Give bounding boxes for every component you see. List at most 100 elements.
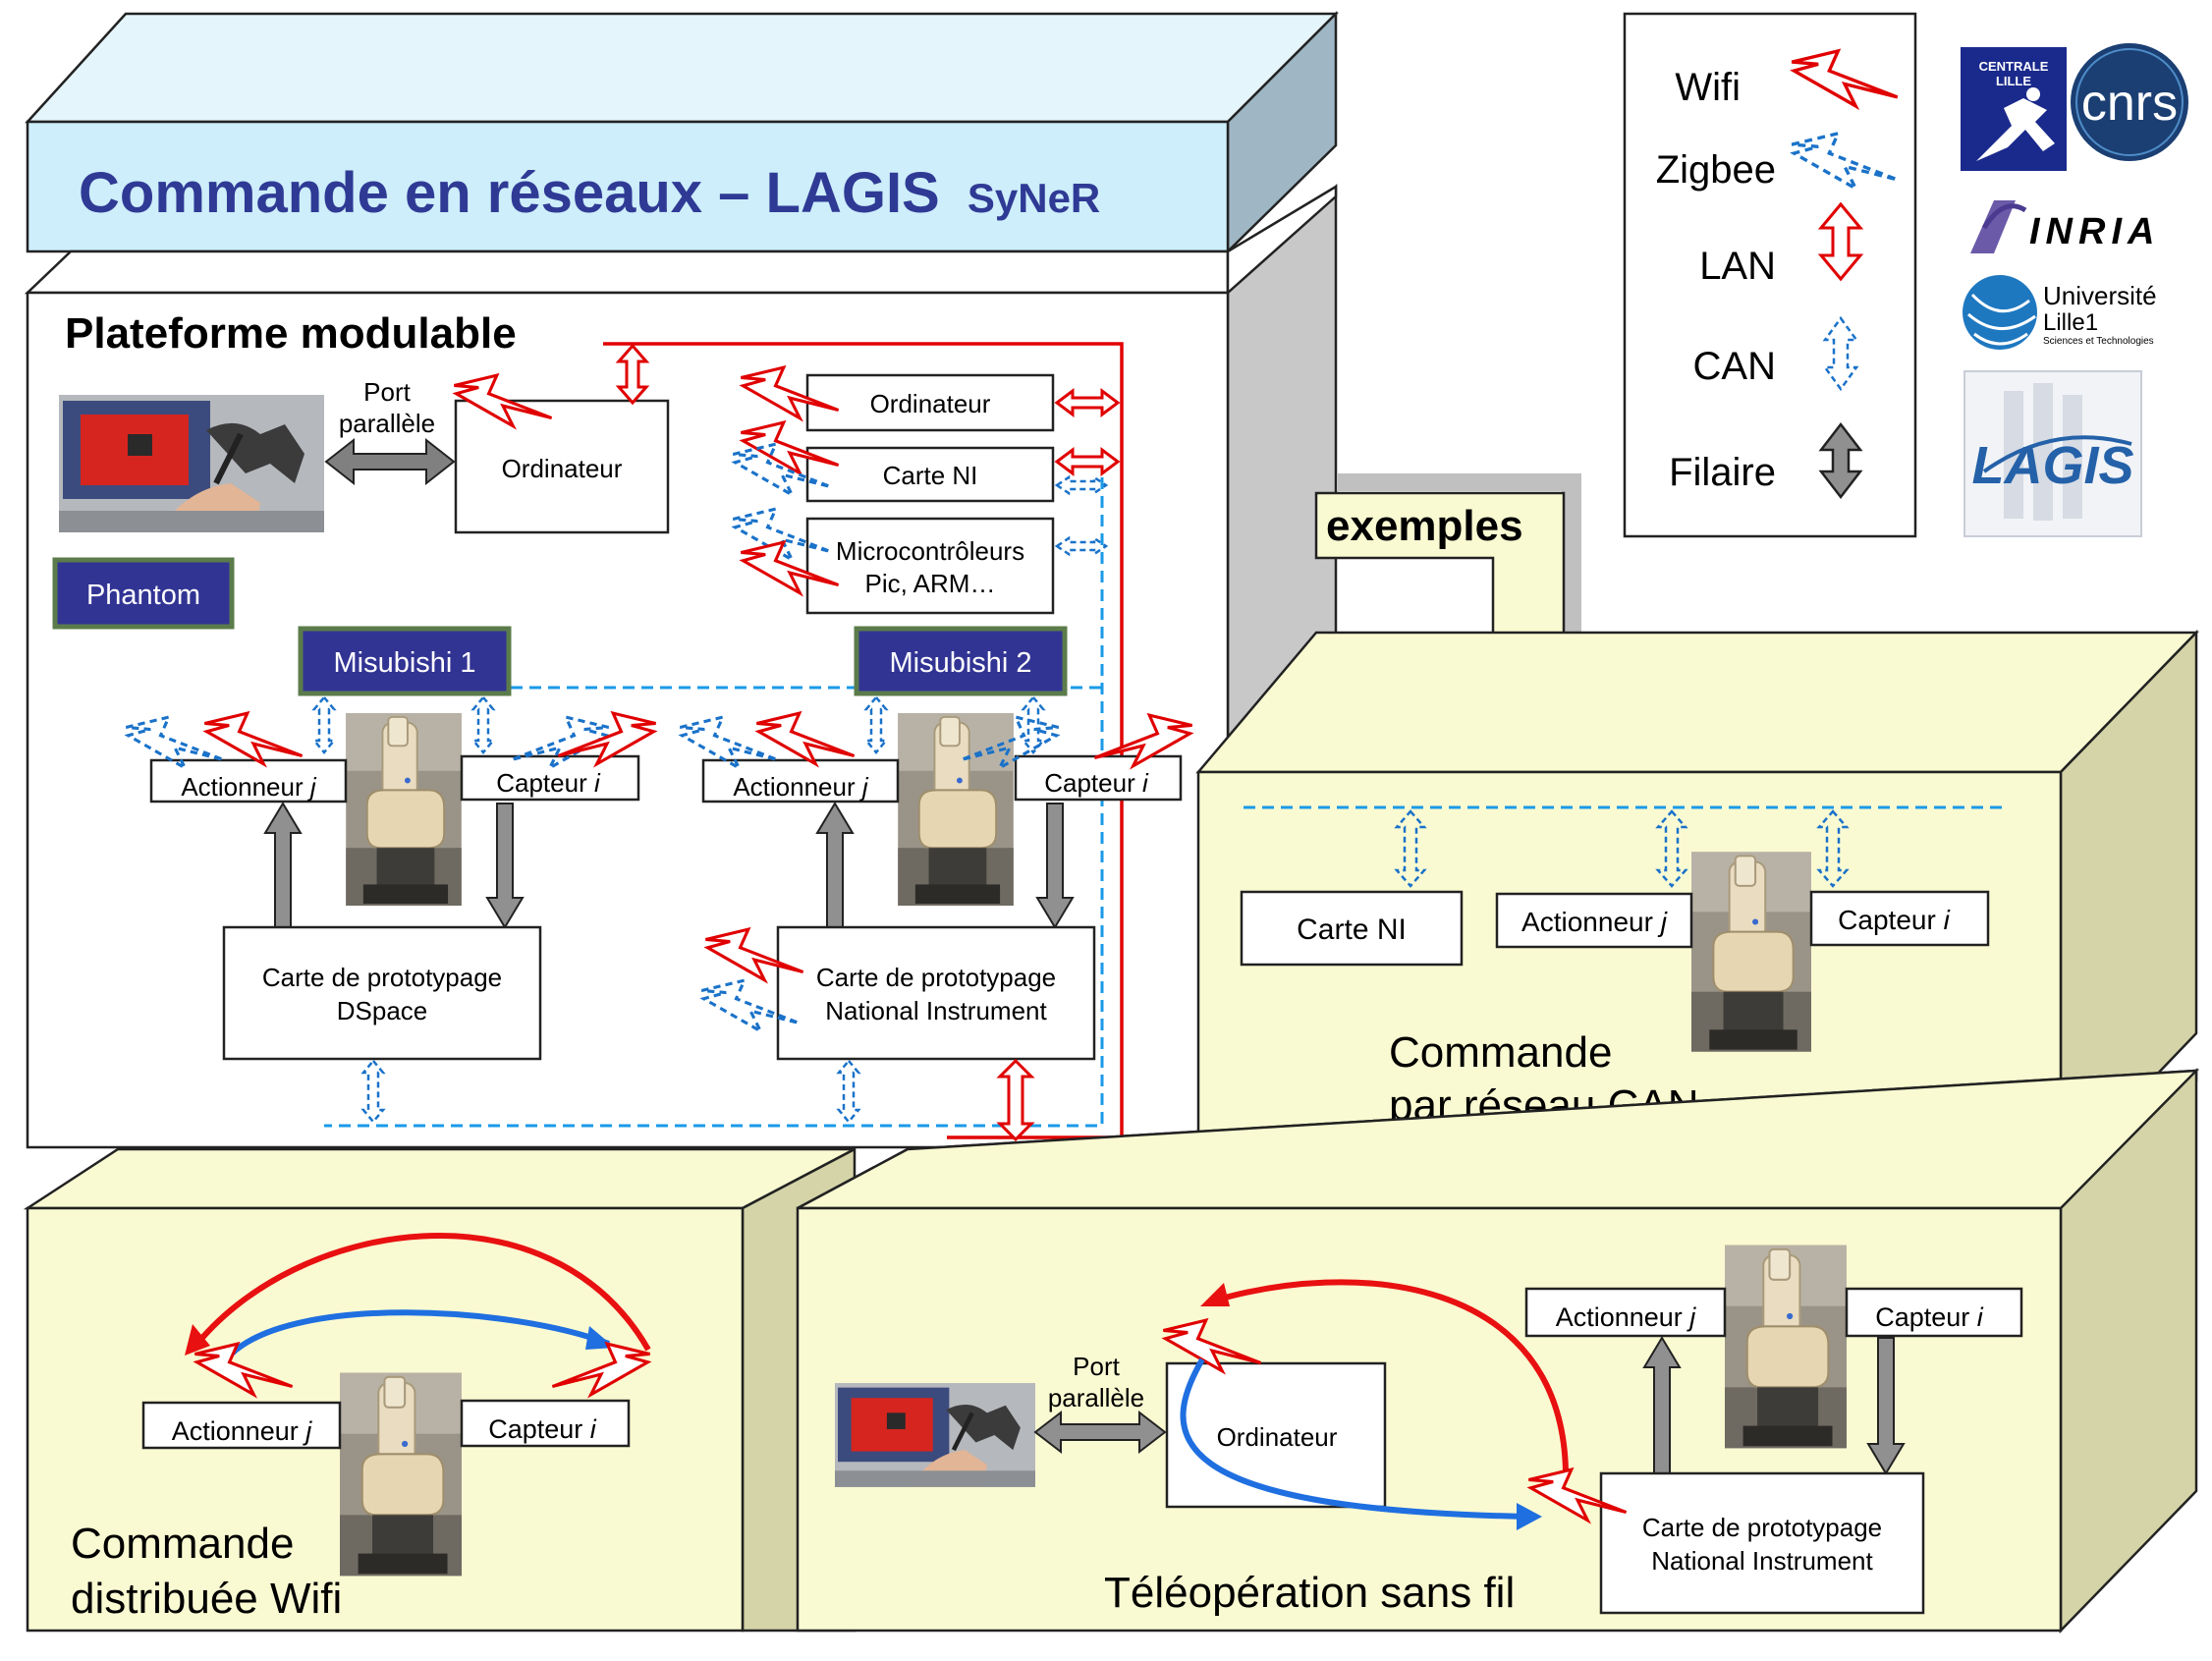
robot2-sensor-box	[1014, 754, 1183, 802]
lan-arrow-icon	[1817, 201, 1864, 282]
svg-text:LILLE: LILLE	[1996, 74, 2031, 88]
tele-sensor-box	[1845, 1287, 2023, 1338]
teleop-block: Port parallèle Ordinateur Actionneur j C…	[796, 1067, 2200, 1634]
wifi-blue-link	[229, 1309, 611, 1356]
robot2-card-line1: Carte de prototypage	[816, 963, 1056, 992]
can-arrow-icon	[311, 695, 496, 1124]
tele-caption: Téléopération sans fil	[1104, 1569, 1515, 1617]
legend-can-label: CAN	[1693, 345, 1776, 388]
robot1-name-box	[298, 626, 512, 696]
red-arrowhead	[1200, 1283, 1230, 1306]
svg-text:LAGIS: LAGIS	[1971, 436, 2133, 495]
centrale-logo: CENTRALE LILLE	[1961, 47, 2067, 171]
lan-arrow-icon	[1054, 388, 1121, 476]
tele-card-line1: Carte de prototypage	[1642, 1513, 1882, 1542]
lille-logo: Université Lille1 Sciences et Technologi…	[1963, 275, 2157, 350]
wired-arrow-icon	[324, 437, 456, 486]
stack-micro-box	[805, 517, 1055, 615]
robot2-name: Misubishi 2	[889, 647, 1031, 679]
wifi-red-link	[190, 1233, 651, 1352]
wifi-sensor-box	[460, 1399, 631, 1448]
svg-text:cnrs: cnrs	[2081, 75, 2178, 132]
tele-card-box	[1599, 1471, 1925, 1615]
robot2-photo	[898, 713, 1014, 906]
robot2-name-box	[854, 626, 1068, 696]
tele-port-line2: parallèle	[1048, 1383, 1144, 1412]
robot1-actuator-box	[149, 758, 348, 803]
blue-arrowhead	[1517, 1503, 1542, 1530]
legend: Wifi Zigbee LAN CAN Filaire	[1623, 12, 1917, 538]
logos: CENTRALE LILLE cnrs INRIA Université Lil…	[1961, 43, 2188, 537]
stack-ni-label: Carte NI	[883, 461, 978, 490]
svg-text:INRIA: INRIA	[2029, 211, 2160, 252]
title-suffix: SyNeR	[968, 175, 1100, 221]
robot1-sensor-box	[460, 754, 640, 802]
phantom-photo	[59, 395, 324, 532]
phantom-label: Phantom	[86, 580, 200, 611]
can-caption-line1: Commande	[1389, 1028, 1612, 1077]
wifi-block: Actionneur j Capteur i Commande distribu…	[23, 1146, 857, 1633]
svg-text:Lille1: Lille1	[2043, 309, 2098, 336]
title-main: Commande en réseaux – LAGIS	[79, 161, 940, 225]
wired-arrow-icon	[1818, 421, 1863, 500]
stack-micro-line2: Pic, ARM…	[865, 569, 996, 598]
lan-arrow-icon	[996, 1058, 1035, 1142]
phantom-label-box	[52, 557, 235, 630]
tele-red-link	[1207, 1279, 1569, 1472]
robot2-card-line2: National Instrument	[825, 996, 1047, 1025]
svg-text:Sciences et Technologies: Sciences et Technologies	[2043, 336, 2154, 347]
can-ni-box	[1240, 890, 1464, 967]
title-block: Commande en réseaux – LAGIS SyNeR	[25, 10, 1340, 254]
page-title: Commande en réseaux – LAGIS SyNeR	[79, 161, 1100, 225]
tele-actuator-box	[1524, 1287, 1727, 1338]
wifi-actuator-label: Actionneur j	[172, 1416, 313, 1446]
lagis-logo: LAGIS	[1963, 370, 2142, 537]
robot2-actuator-label: Actionneur j	[733, 772, 869, 802]
exemples-label: exemples	[1326, 502, 1523, 550]
wifi-sensor-label: Capteur i	[488, 1414, 597, 1444]
platform-block: Plateforme modulable Phantom Port parall…	[24, 184, 1338, 1150]
can-arrow-icon	[1822, 315, 1859, 392]
can-arrow-icon	[1054, 474, 1109, 557]
lan-bus	[603, 342, 1124, 1139]
can-ni-label: Carte NI	[1297, 914, 1407, 946]
robot1-photo	[346, 713, 462, 906]
can-sensor-label: Capteur i	[1838, 905, 1950, 935]
can-actuator-box	[1495, 892, 1693, 949]
wired-arrow-icon	[1035, 803, 1075, 929]
can-arrow-icon	[836, 695, 1046, 1124]
tele-port-line1: Port	[1073, 1352, 1120, 1381]
wired-arrow-icon	[1866, 1337, 1906, 1475]
legend-box	[1623, 12, 1917, 538]
robot1-actuator-label: Actionneur j	[181, 772, 317, 802]
wifi-caption-line1: Commande	[71, 1520, 294, 1568]
legend-wired-label: Filaire	[1669, 451, 1776, 494]
robot2-sensor-label: Capteur i	[1044, 768, 1149, 798]
computer-box	[454, 399, 670, 534]
tele-robot-photo	[1725, 1244, 1847, 1450]
stack-computer-box	[805, 373, 1055, 432]
legend-lan-label: LAN	[1699, 245, 1776, 288]
tele-actuator-label: Actionneur j	[1556, 1302, 1697, 1332]
robot1-card-line2: DSpace	[337, 996, 428, 1025]
can-actuator-label: Actionneur j	[1521, 907, 1668, 937]
wifi-actuator-box	[141, 1401, 342, 1450]
robot2-card-box	[776, 925, 1096, 1061]
port-label-line2: parallèle	[339, 409, 435, 438]
computer-label: Ordinateur	[502, 454, 623, 483]
tele-computer-label: Ordinateur	[1217, 1422, 1338, 1452]
tele-card-line2: National Instrument	[1651, 1546, 1873, 1576]
tele-computer-box	[1165, 1361, 1387, 1509]
lan-arrow-icon	[615, 343, 650, 406]
svg-text:Université: Université	[2043, 281, 2157, 310]
legend-wifi-label: Wifi	[1675, 66, 1741, 109]
svg-text:CENTRALE: CENTRALE	[1979, 59, 2049, 74]
wifi-caption-line2: distribuée Wifi	[71, 1575, 342, 1623]
tele-phantom-photo	[835, 1383, 1035, 1487]
robot1-card-box	[222, 925, 542, 1061]
wifi-robot-photo	[340, 1371, 462, 1578]
platform-heading: Plateforme modulable	[65, 309, 517, 358]
cnrs-logo: cnrs	[2071, 43, 2188, 161]
can-arrow-icon	[1394, 809, 1850, 888]
red-arrowhead	[185, 1324, 210, 1356]
